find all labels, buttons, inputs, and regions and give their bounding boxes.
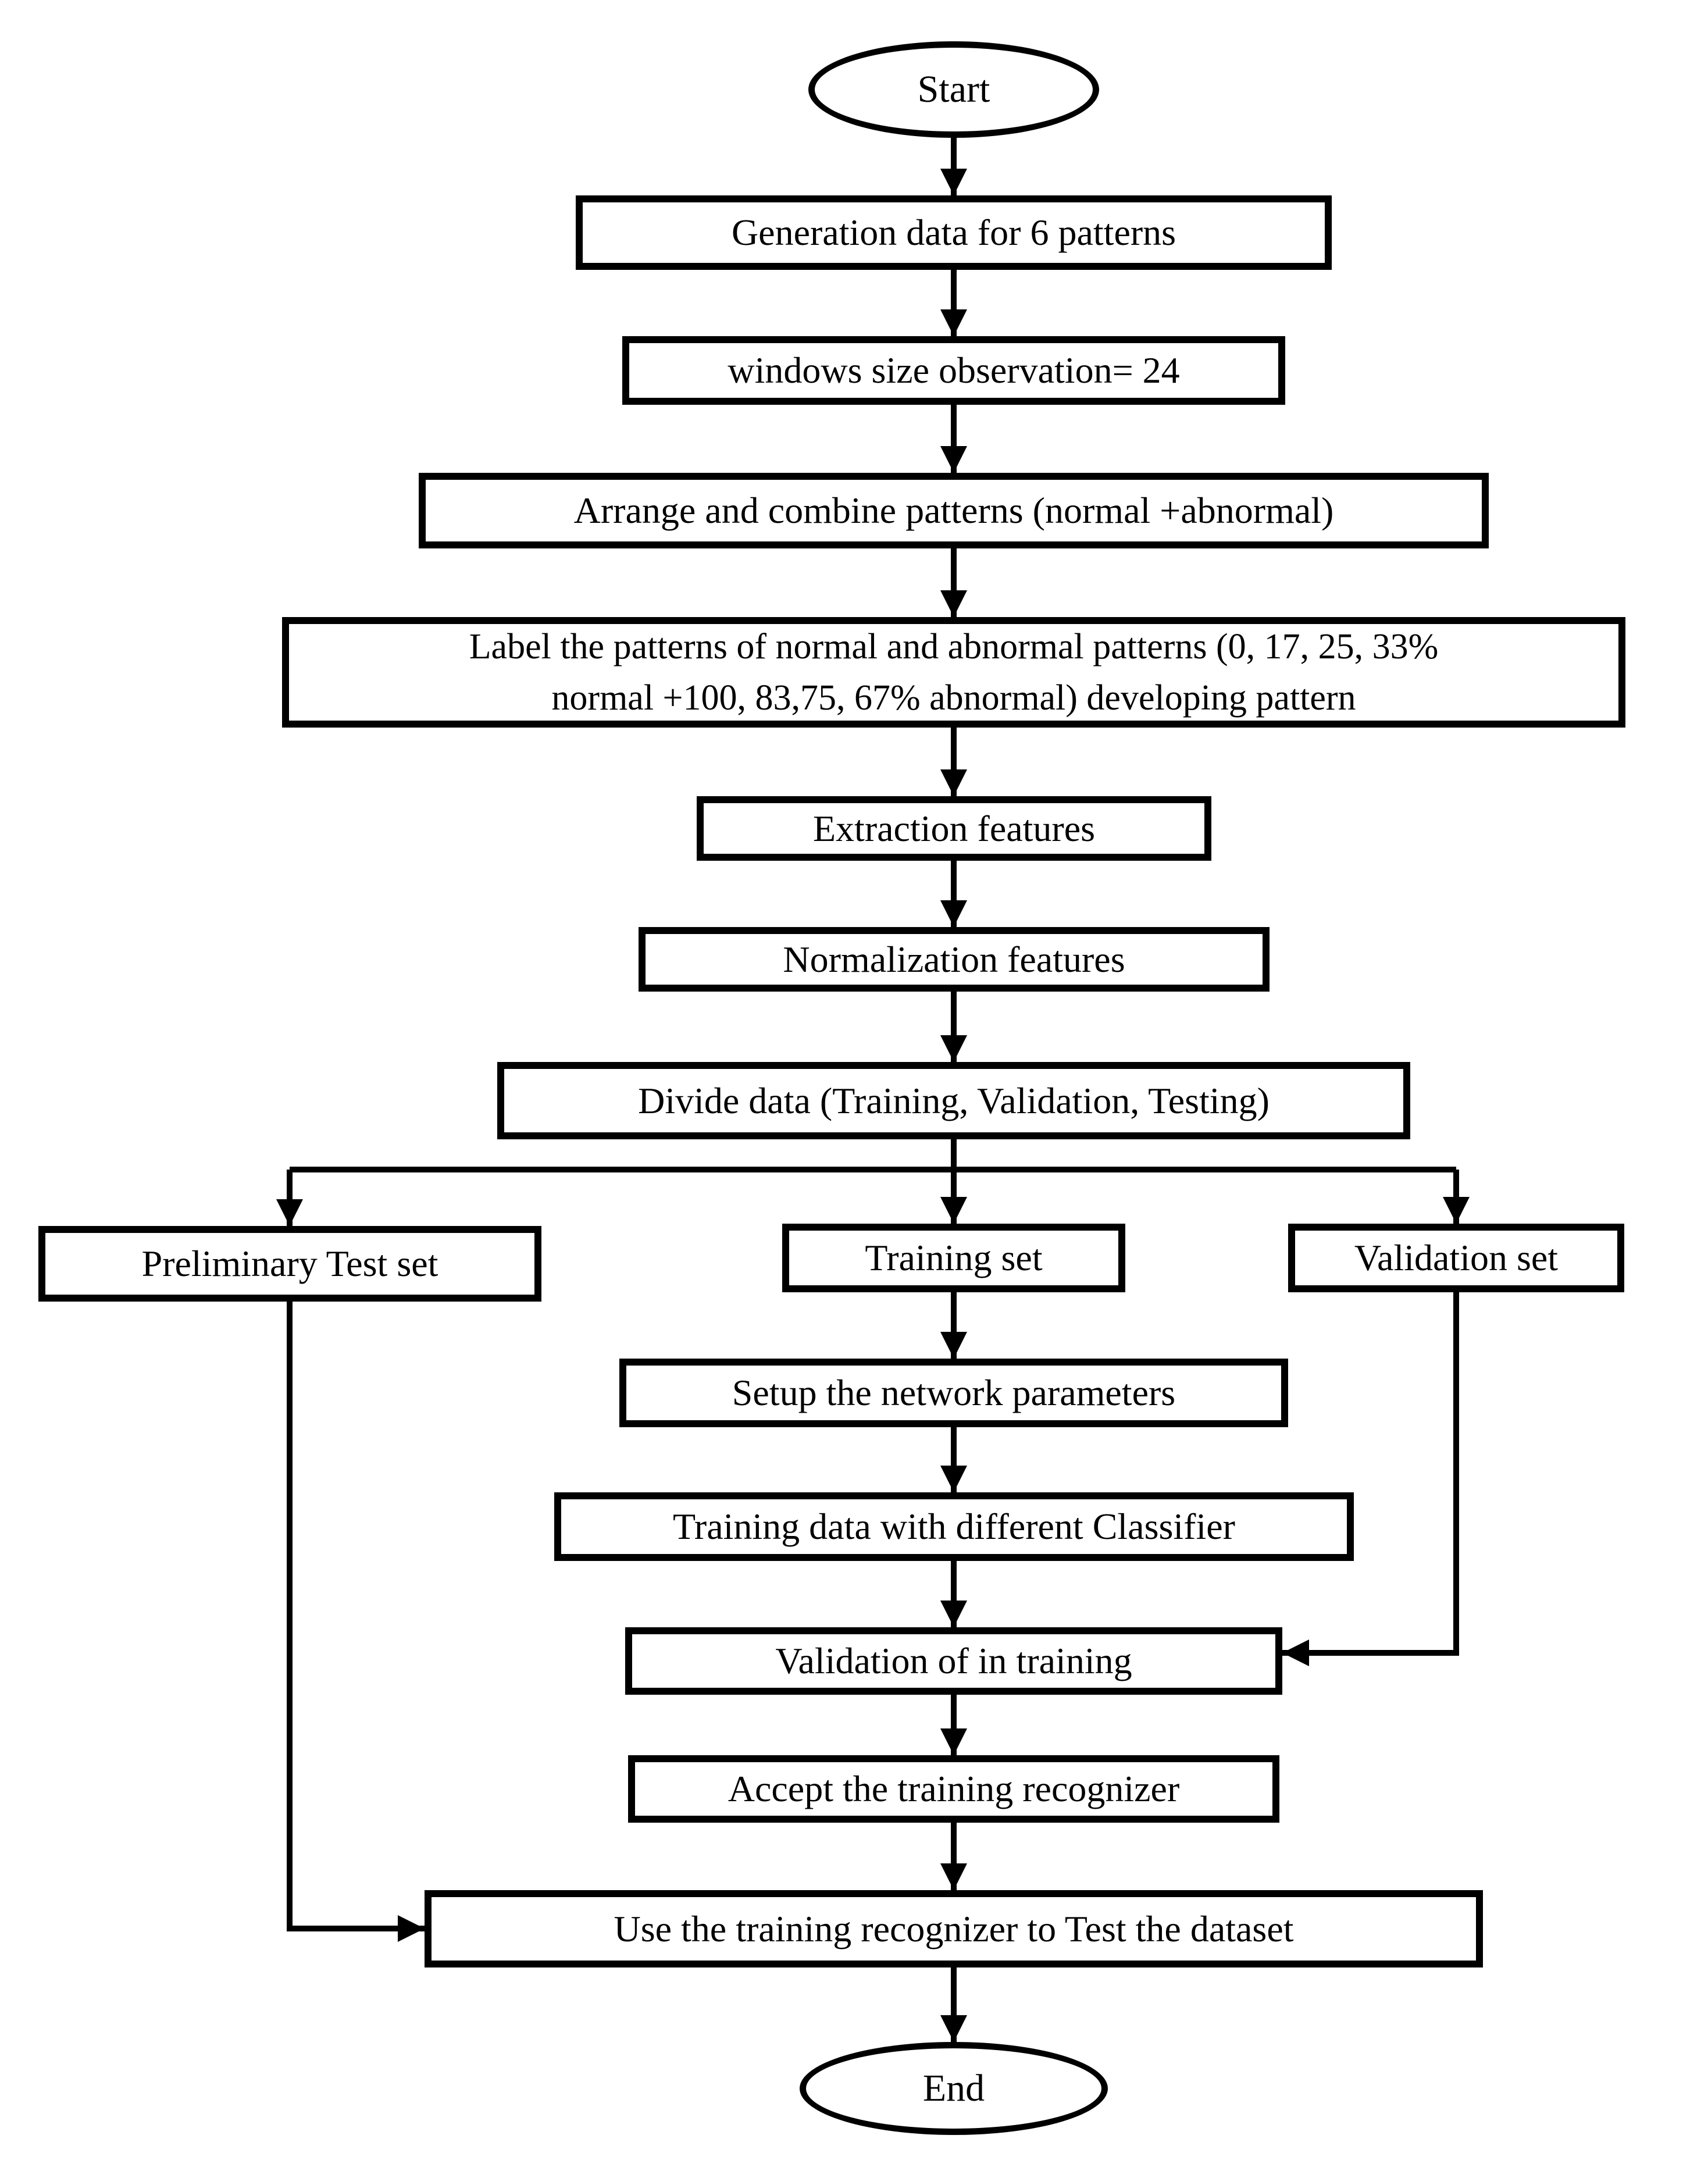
node-use-recognizer-label: Use the training recognizer to Test the … xyxy=(614,1908,1294,1949)
node-window-size: windows size observation= 24 xyxy=(622,336,1285,405)
node-setup-network: Setup the network parameters xyxy=(619,1359,1288,1427)
node-accept-recognizer-label: Accept the training recognizer xyxy=(728,1768,1180,1809)
node-arrange-combine: Arrange and combine patterns (normal +ab… xyxy=(419,473,1489,548)
node-end-label: End xyxy=(922,2067,985,2109)
node-arrange-combine-label: Arrange and combine patterns (normal +ab… xyxy=(573,490,1334,531)
node-preliminary-test-set: Preliminary Test set xyxy=(38,1226,541,1302)
node-validation-set-label: Validation set xyxy=(1354,1237,1559,1278)
edge-divide-branch-trunk xyxy=(290,1139,1456,1172)
node-label-patterns: Label the patterns of normal and abnorma… xyxy=(282,617,1625,728)
node-training-set-label: Training set xyxy=(865,1237,1043,1278)
node-end: End xyxy=(800,2042,1108,2135)
node-extraction-features: Extraction features xyxy=(697,796,1211,861)
node-generation-data-label: Generation data for 6 patterns xyxy=(731,212,1176,253)
node-divide-data: Divide data (Training, Validation, Testi… xyxy=(497,1062,1410,1139)
node-extraction-features-label: Extraction features xyxy=(812,807,1096,849)
node-setup-network-label: Setup the network parameters xyxy=(732,1372,1176,1413)
node-normalization-features: Normalization features xyxy=(639,927,1270,992)
node-training-set: Training set xyxy=(782,1224,1125,1292)
node-label-patterns-line2: normal +100, 83,75, 67% abnormal) develo… xyxy=(551,678,1356,718)
node-training-classifier: Training data with different Classifier xyxy=(554,1492,1354,1561)
node-start-label: Start xyxy=(917,68,990,111)
node-accept-recognizer: Accept the training recognizer xyxy=(628,1755,1279,1823)
node-window-size-label: windows size observation= 24 xyxy=(728,350,1180,391)
node-start: Start xyxy=(808,41,1099,138)
node-preliminary-test-set-label: Preliminary Test set xyxy=(141,1243,438,1284)
edge-validationset-validation xyxy=(1282,1292,1459,1666)
node-label-patterns-line1: Label the patterns of normal and abnorma… xyxy=(469,626,1439,666)
node-training-classifier-label: Training data with different Classifier xyxy=(673,1506,1235,1547)
edge-preliminary-use xyxy=(287,1302,425,1942)
node-validation-in-training: Validation of in training xyxy=(625,1627,1282,1695)
node-divide-data-label: Divide data (Training, Validation, Testi… xyxy=(638,1079,1270,1121)
node-validation-set: Validation set xyxy=(1288,1224,1624,1292)
node-normalization-features-label: Normalization features xyxy=(783,938,1125,980)
node-validation-in-training-label: Validation of in training xyxy=(775,1640,1132,1681)
node-use-recognizer: Use the training recognizer to Test the … xyxy=(425,1890,1483,1967)
node-generation-data: Generation data for 6 patterns xyxy=(576,195,1332,270)
